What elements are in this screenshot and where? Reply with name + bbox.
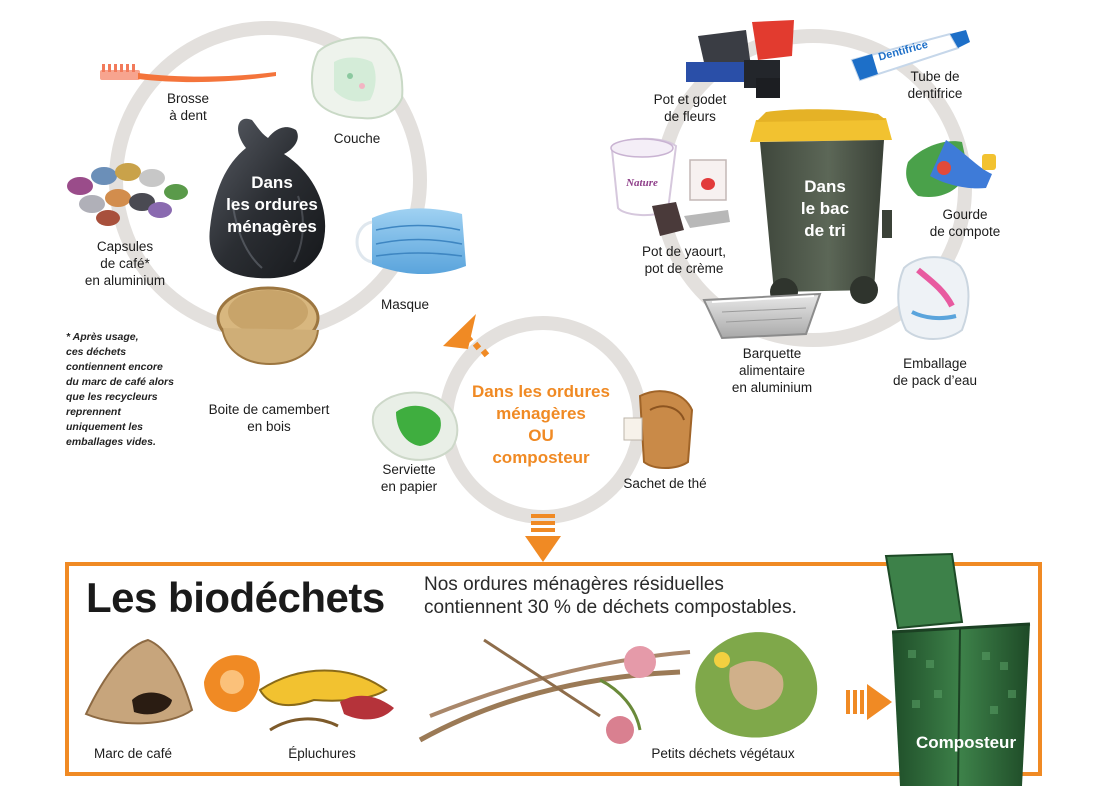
hub-tri-line: le bac xyxy=(800,199,850,218)
footnote-line: contiennent encore xyxy=(66,361,163,373)
compote-pouch-icon xyxy=(906,140,996,197)
label-line: en aluminium xyxy=(84,273,166,288)
label-couche: Couche xyxy=(334,130,381,147)
hub-mixte-line: OU xyxy=(528,426,554,445)
label-line: Brosse xyxy=(166,91,210,106)
label-line: alimentaire xyxy=(738,363,806,378)
composter-icon xyxy=(884,552,1031,787)
label-gourde: Gourde de compote xyxy=(930,206,1001,240)
label-vegetaux: Petits déchets végétaux xyxy=(651,746,795,761)
label-line: Sachet de thé xyxy=(623,476,707,491)
hub-tri-line: Dans xyxy=(804,177,846,196)
label-line: en bois xyxy=(247,419,291,434)
peelings-icon xyxy=(204,655,394,732)
hub-mixte-line: ménagères xyxy=(496,404,586,423)
label-pack-eau: Emballage de pack d’eau xyxy=(893,355,977,389)
label-line: Serviette xyxy=(382,462,436,477)
footnote-line: reprennent xyxy=(66,406,121,418)
label-line: Masque xyxy=(380,297,430,312)
label-line: en papier xyxy=(380,479,438,494)
label-marc: Marc de café xyxy=(93,746,173,761)
arrow-down-biodechets xyxy=(525,514,561,562)
face-mask-icon xyxy=(355,208,466,275)
hub-mixte-line: Dans les ordures xyxy=(472,382,610,401)
aluminium-tray-icon xyxy=(702,292,822,340)
label-line: Boite de camembert xyxy=(208,402,330,417)
footnote-line: uniquement les xyxy=(66,421,144,433)
coffee-capsules-icon xyxy=(67,163,188,226)
hub-ordures-line: les ordures xyxy=(226,195,318,214)
footnote-line: du marc de café alors xyxy=(66,376,174,388)
label-line: Pot de yaourt, xyxy=(641,244,727,259)
footnote-line: ces déchets xyxy=(66,346,127,358)
label-line: Pot et godet xyxy=(653,92,727,107)
footnote-line: * Après usage, xyxy=(66,331,139,343)
label-brosse: Brosse à dent xyxy=(167,90,209,124)
label-line: Gourde xyxy=(942,207,988,222)
hub-mixte-line: composteur xyxy=(492,448,590,467)
hub-tri-line: de tri xyxy=(804,221,846,240)
label-line: de compote xyxy=(929,224,1001,239)
label-barquette: Barquette alimentaire en aluminium xyxy=(732,345,812,396)
label-pot-fleurs: Pot et godet de fleurs xyxy=(654,91,727,125)
label-masque: Masque xyxy=(381,296,429,313)
recycling-bin-icon xyxy=(750,109,892,306)
label-line: Couche xyxy=(333,131,381,146)
label-line: de café* xyxy=(100,256,150,271)
trash-bag-icon xyxy=(209,118,326,279)
yogurt-product-text: Nature xyxy=(625,177,658,189)
label-line: dentifrice xyxy=(907,86,963,101)
label-line: de pack d’eau xyxy=(892,373,978,388)
water-pack-wrap-icon xyxy=(897,256,970,340)
paper-napkin-icon xyxy=(371,391,459,461)
label-line: en aluminium xyxy=(731,380,813,395)
hub-tri: Dans le bac de tri xyxy=(801,176,849,242)
label-the: Sachet de thé xyxy=(623,475,706,492)
toothbrush-icon xyxy=(100,64,276,83)
footnote-capsules: * Après usage, ces déchets contiennent e… xyxy=(66,330,174,450)
yogurt-pot-icon: Nature xyxy=(610,137,730,236)
biodechets-frame xyxy=(65,562,1042,776)
footnote-line: emballages vides. xyxy=(66,436,156,448)
diaper-icon xyxy=(310,36,404,120)
label-line: Capsules xyxy=(96,239,154,254)
arrow-to-composteur xyxy=(846,684,892,720)
tea-bag-icon xyxy=(623,390,694,469)
label-line: Barquette xyxy=(742,346,802,361)
hub-ordures-line: Dans xyxy=(251,173,293,192)
label-line: à dent xyxy=(169,108,207,123)
label-line: Tube de xyxy=(910,69,960,84)
hub-ordures: Dans les ordures ménagères xyxy=(226,172,318,238)
description-line: contiennent 30 % de déchets compostables… xyxy=(424,597,797,618)
label-epluchures: Épluchures xyxy=(288,746,356,761)
label-dentifrice: Tube de dentifrice xyxy=(908,68,963,102)
description-line: Nos ordures ménagères résiduelles xyxy=(424,574,724,595)
flower-pot-icon xyxy=(686,20,794,98)
label-capsules: Capsules de café* en aluminium xyxy=(85,238,165,289)
label-line: pot de crème xyxy=(644,261,724,276)
label-line: Emballage xyxy=(903,356,967,371)
label-yaourt: Pot de yaourt, pot de crème xyxy=(642,243,726,277)
composteur-label: Composteur xyxy=(915,733,1017,752)
label-serviette: Serviette en papier xyxy=(381,461,437,495)
coffee-filter-icon xyxy=(84,638,194,725)
biodechets-title: Les biodéchets xyxy=(86,574,385,621)
footnote-line: que les recycleurs xyxy=(66,391,158,403)
label-camembert: Boite de camembert en bois xyxy=(209,401,330,435)
label-line: de fleurs xyxy=(664,109,716,124)
hub-ordures-line: ménagères xyxy=(227,217,317,236)
arrow-to-ordures xyxy=(443,314,490,358)
hub-mixte: Dans les ordures ménagères OU composteur xyxy=(472,381,610,469)
biodechets-description: Nos ordures ménagères résiduelles contie… xyxy=(424,573,797,619)
plant-waste-icon xyxy=(418,632,818,744)
wooden-box-icon xyxy=(216,286,320,366)
